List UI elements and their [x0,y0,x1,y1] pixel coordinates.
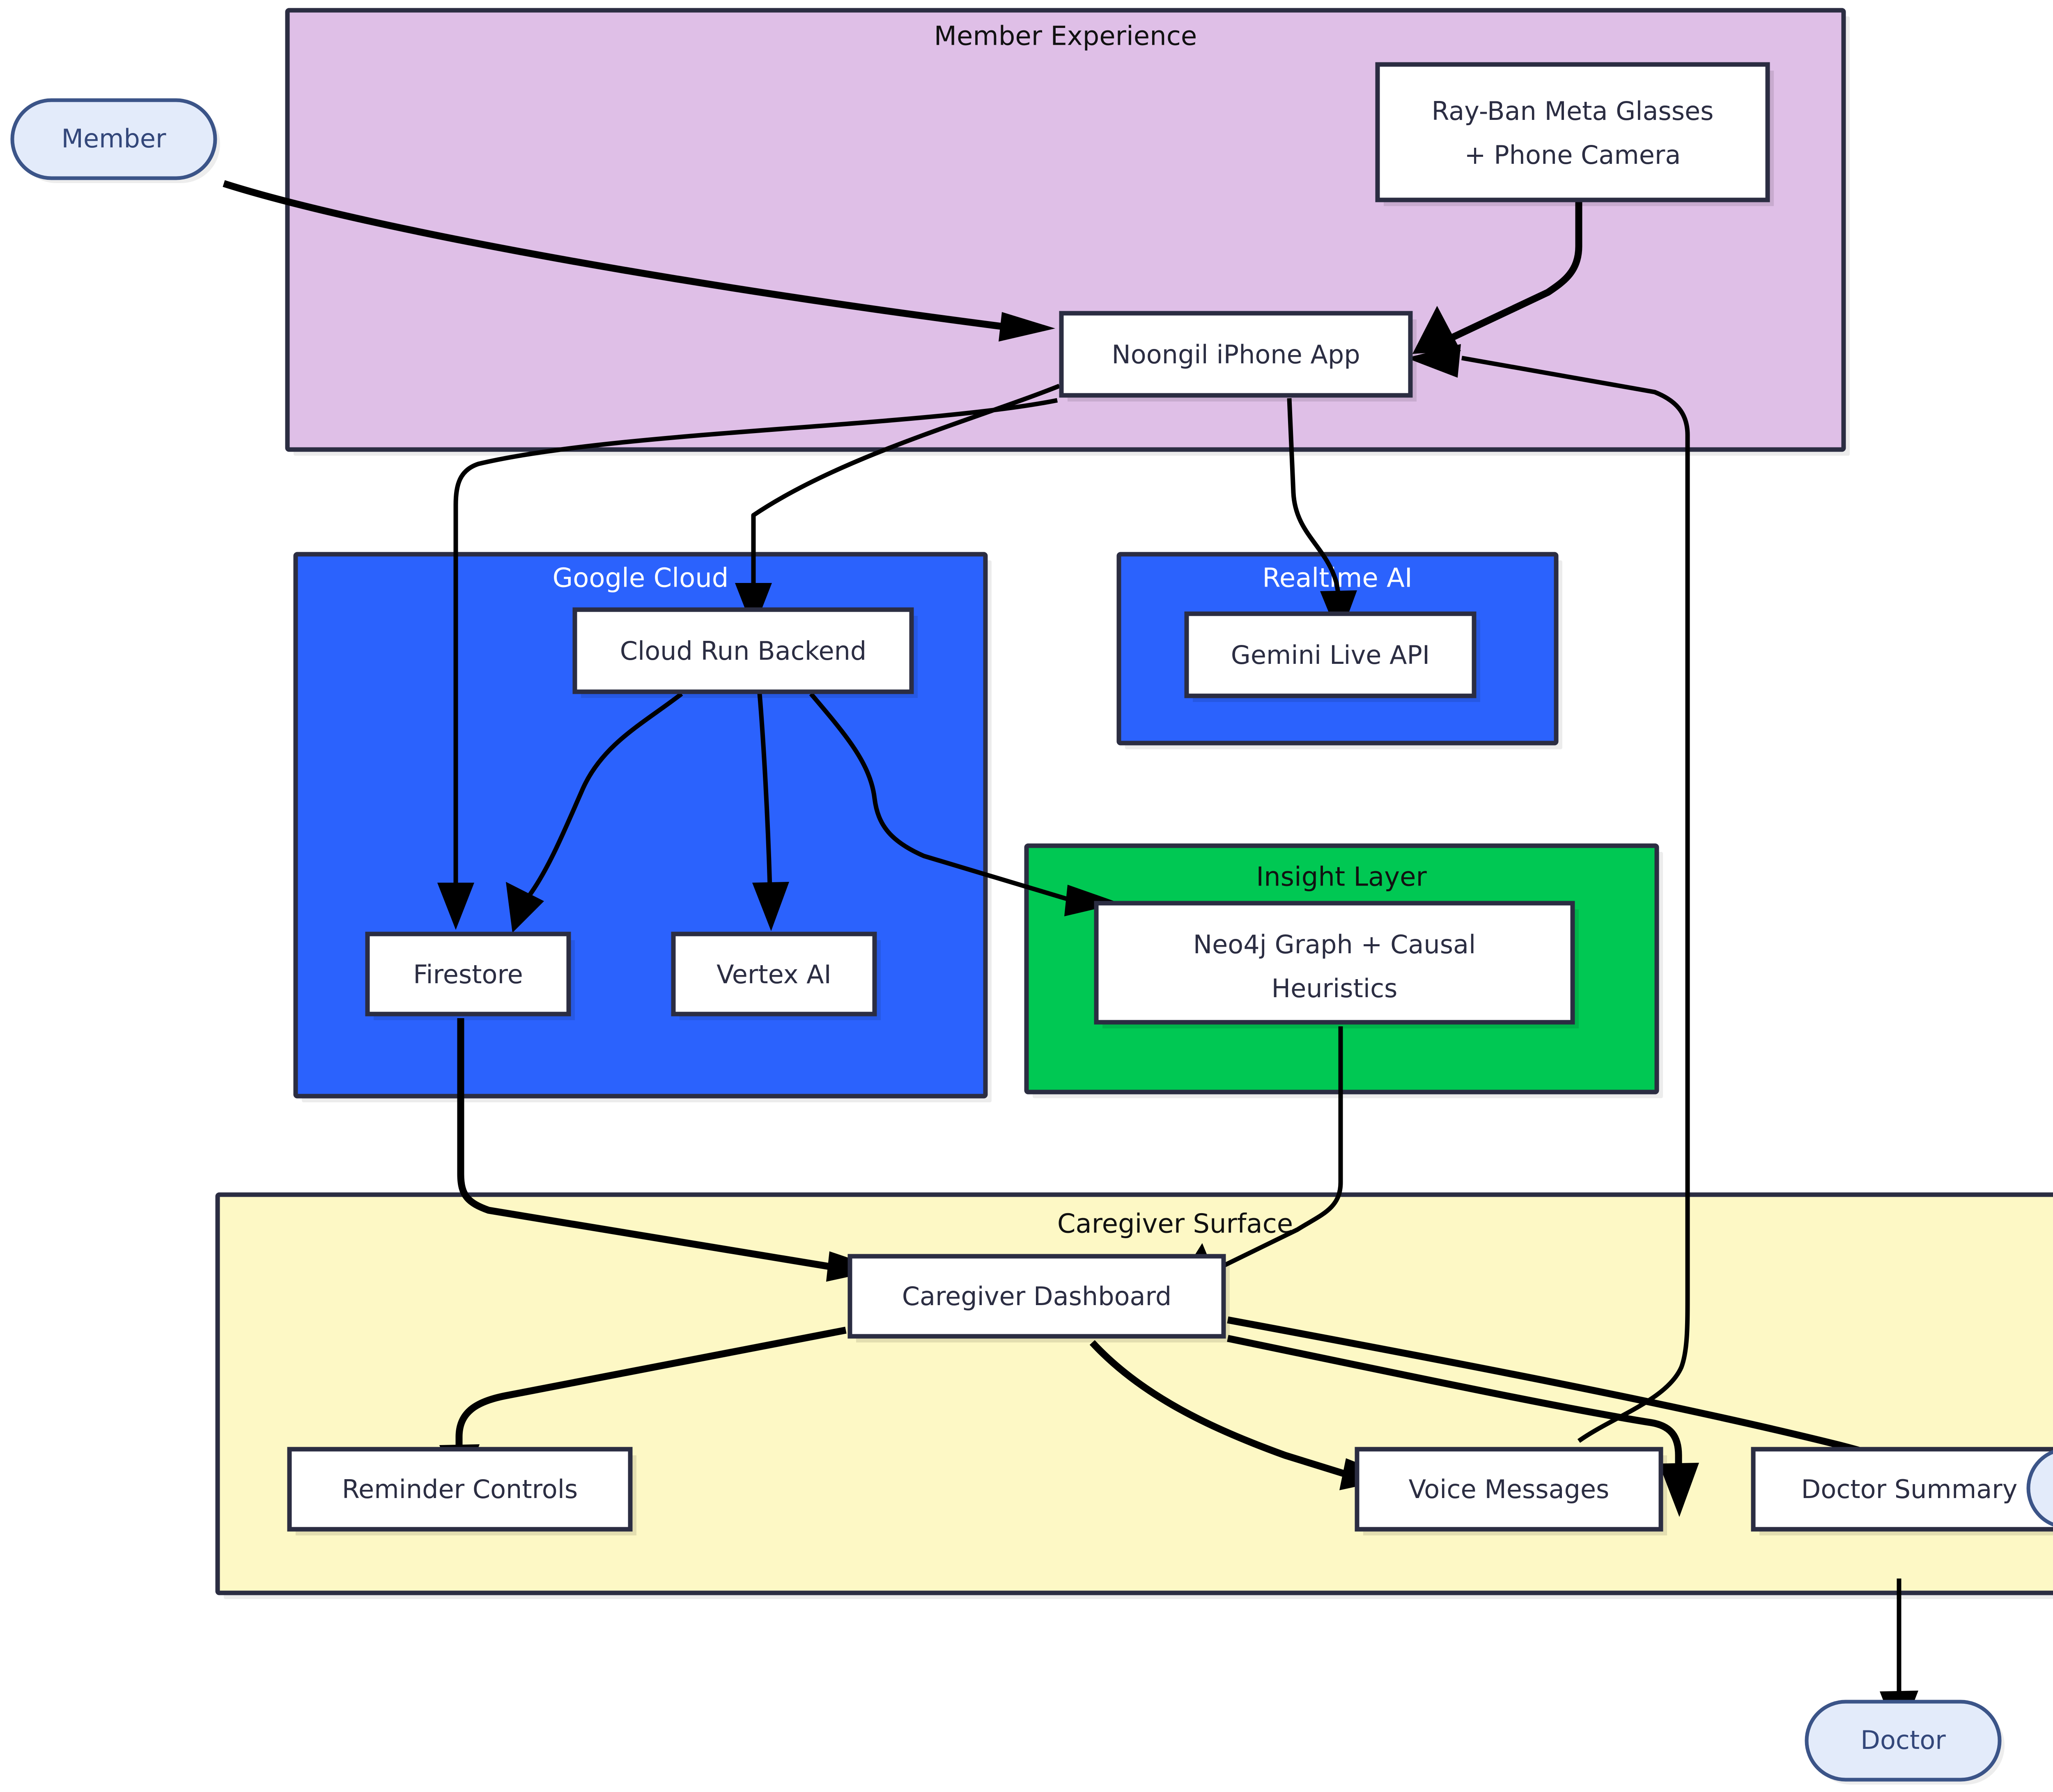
arrowhead [1064,885,1120,916]
arrowhead [506,882,544,933]
cluster-label-member-experience: Member Experience [934,21,1197,52]
arrowhead [1406,344,1461,378]
edge-caregiver-dash-to-doctor-summary [1227,1335,1699,1517]
node-label-gemini-live: Gemini Live API [1231,640,1430,670]
node-body[interactable] [10,98,217,180]
node-neo4j[interactable]: Neo4j Graph + Causal Heuristics [1094,901,1579,1028]
node-label-iphone-app: Noongil iPhone App [1111,340,1360,369]
edge-member-to-iphone-app [223,180,1055,342]
arrowhead [1412,306,1461,354]
node-body[interactable] [1094,901,1575,1025]
node-label-neo4j-line1: Neo4j Graph + Causal [1193,929,1476,959]
node-label-doctor: Doctor [1860,1725,1946,1755]
node-body[interactable] [1184,611,1477,698]
node-firestore[interactable]: Firestore [365,932,575,1020]
node-body[interactable] [1805,1700,2002,1782]
node-label-neo4j-line2: Heuristics [1271,973,1397,1003]
node-body[interactable] [2026,1449,2053,1527]
node-reminder-controls[interactable]: Reminder Controls [287,1447,636,1535]
node-body[interactable] [572,607,914,694]
edge-cloud-run-to-firestore [506,692,683,933]
node-label-glasses-line2: + Phone Camera [1465,140,1681,170]
arrowhead [1659,1463,1699,1517]
node-glasses[interactable]: Ray-Ban Meta Glasses + Phone Camera [1375,62,1774,206]
node-gemini-live[interactable]: Gemini Live API [1184,611,1480,702]
arrowhead [735,583,772,630]
node-label-vertex-ai: Vertex AI [716,959,831,989]
node-body[interactable] [1355,1447,1663,1532]
node-body[interactable] [365,932,571,1016]
node-member[interactable]: Member [10,98,220,183]
arrowhead [752,882,789,931]
cluster-label-caregiver-surface: Caregiver Surface [1057,1209,1293,1239]
node-label-member: Member [61,124,166,154]
node-body[interactable] [1751,1447,2053,1532]
arrowhead [437,883,474,930]
node-label-doctor-summary: Doctor Summary [1801,1474,2018,1504]
edge-glasses-to-iphone-app [1412,201,1582,354]
node-vertex-ai[interactable]: Vertex AI [671,932,881,1020]
node-caregiver[interactable]: Caregiver [2026,1449,2053,1532]
node-cloud-run[interactable]: Cloud Run Backend [572,607,918,698]
node-label-cloud-run: Cloud Run Backend [620,636,867,666]
cluster-label-google-cloud: Google Cloud [553,563,729,594]
node-label-caregiver-dashboard: Caregiver Dashboard [902,1281,1172,1311]
cluster-label-insight-layer: Insight Layer [1256,862,1427,893]
edge-iphone-app-to-cloud-run [735,383,1061,630]
node-doctor[interactable]: Doctor [1805,1700,2005,1785]
node-label-reminder-controls: Reminder Controls [342,1474,578,1504]
node-doctor-summary[interactable]: Doctor Summary [1751,1447,2053,1535]
edge-cloud-run-to-neo4j [809,692,1120,916]
node-body[interactable] [1059,311,1413,398]
node-voice-messages[interactable]: Voice Messages [1355,1447,1667,1535]
arrowhead [999,312,1055,342]
node-label-glasses-line1: Ray-Ban Meta Glasses [1432,96,1714,126]
node-body[interactable] [1375,62,1770,202]
edge-voice-to-iphone-app [1406,344,1690,1443]
node-body[interactable] [287,1447,633,1532]
node-caregiver-dashboard[interactable]: Caregiver Dashboard [847,1254,1230,1342]
node-body[interactable] [847,1254,1226,1339]
node-iphone-app[interactable]: Noongil iPhone App [1059,311,1417,402]
edge-iphone-app-to-firestore [437,398,1058,930]
node-body[interactable] [671,932,877,1016]
node-label-firestore: Firestore [413,959,523,989]
edge-cloud-run-to-vertex-ai [752,693,789,931]
node-label-voice-messages: Voice Messages [1409,1474,1610,1504]
